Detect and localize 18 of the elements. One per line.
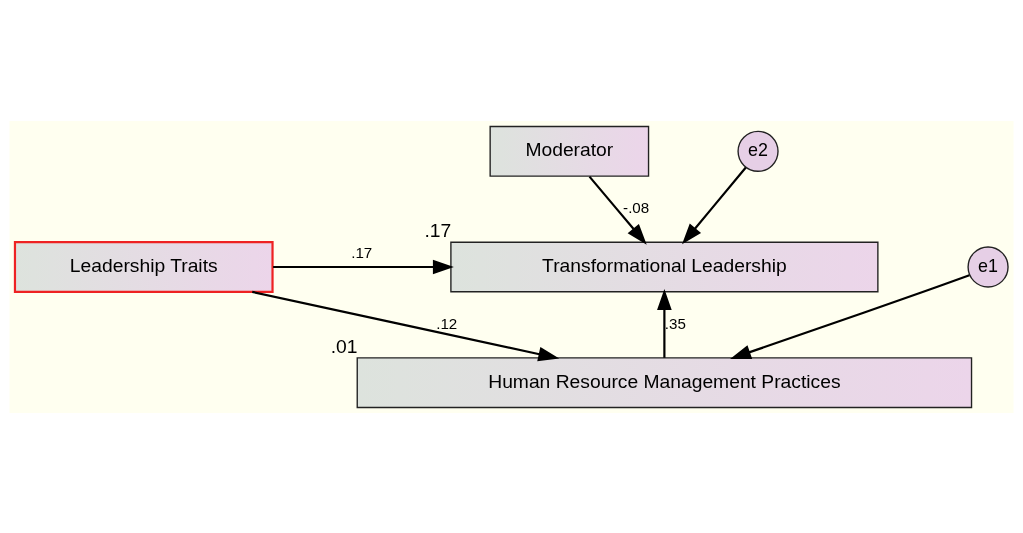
edge-label: -.08 <box>623 198 650 216</box>
node-label: .17 <box>424 219 452 241</box>
node-circle: e2 <box>737 130 779 172</box>
arrow <box>682 166 747 244</box>
node-label: .01 <box>330 335 358 357</box>
edge-label: .35 <box>664 314 686 332</box>
edge-label: .12 <box>436 314 458 332</box>
arrow <box>273 259 454 274</box>
node-box: Leadership Traits <box>13 240 274 293</box>
node-box: Transformational Leadership <box>450 241 879 292</box>
arrow <box>730 273 970 359</box>
arrow <box>657 288 672 358</box>
node-circle: e1 <box>967 245 1009 288</box>
arrow <box>252 290 560 361</box>
node-box: Human Resource Management Practices <box>356 356 973 408</box>
arrow <box>588 175 647 245</box>
node-box: Moderator <box>489 125 650 177</box>
edge-label: .17 <box>351 243 373 261</box>
